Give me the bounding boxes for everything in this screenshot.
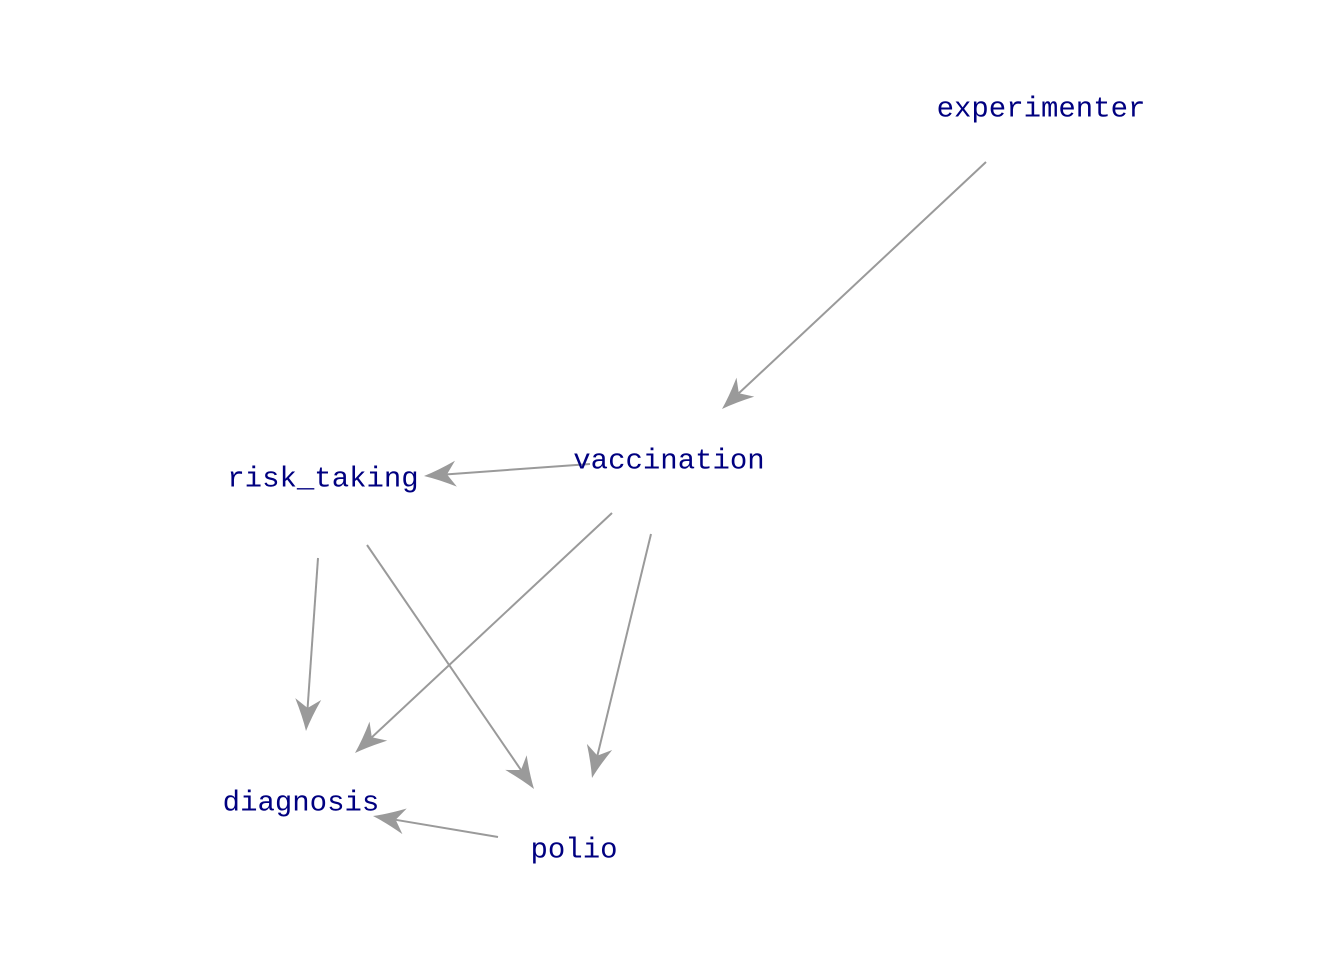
nodes-layer: experimenter vaccination risk_taking dia…: [223, 93, 1146, 867]
edge-line: [366, 544, 522, 771]
node-polio: polio: [530, 834, 617, 867]
arrowhead-icon: [373, 808, 407, 835]
edge-line: [306, 557, 319, 709]
edge-polio-to-diagnosis: [373, 808, 499, 838]
edges-layer: [295, 161, 987, 838]
edge-experimenter-to-vaccination: [722, 161, 987, 409]
arrowhead-icon: [295, 698, 322, 731]
edge-line: [395, 818, 499, 838]
arrowhead-icon: [586, 743, 613, 778]
arrowhead-icon: [505, 755, 534, 789]
edge-line: [371, 512, 613, 739]
edge-line: [738, 161, 987, 395]
arrowhead-icon: [355, 721, 388, 753]
edge-vaccination-to-diagnosis: [355, 512, 613, 753]
node-diagnosis: diagnosis: [223, 787, 380, 820]
arrowhead-icon: [424, 460, 457, 487]
edge-line: [596, 533, 652, 756]
node-risk-taking: risk_taking: [227, 463, 418, 496]
edge-risk-taking-to-polio: [366, 544, 534, 789]
node-experimenter: experimenter: [937, 93, 1146, 126]
node-vaccination: vaccination: [573, 445, 764, 478]
arrowhead-icon: [722, 377, 755, 409]
edge-vaccination-to-polio: [586, 533, 652, 778]
edge-line: [446, 463, 591, 476]
edge-risk-taking-to-diagnosis: [295, 557, 322, 731]
edge-vaccination-to-risk-taking: [424, 460, 591, 487]
